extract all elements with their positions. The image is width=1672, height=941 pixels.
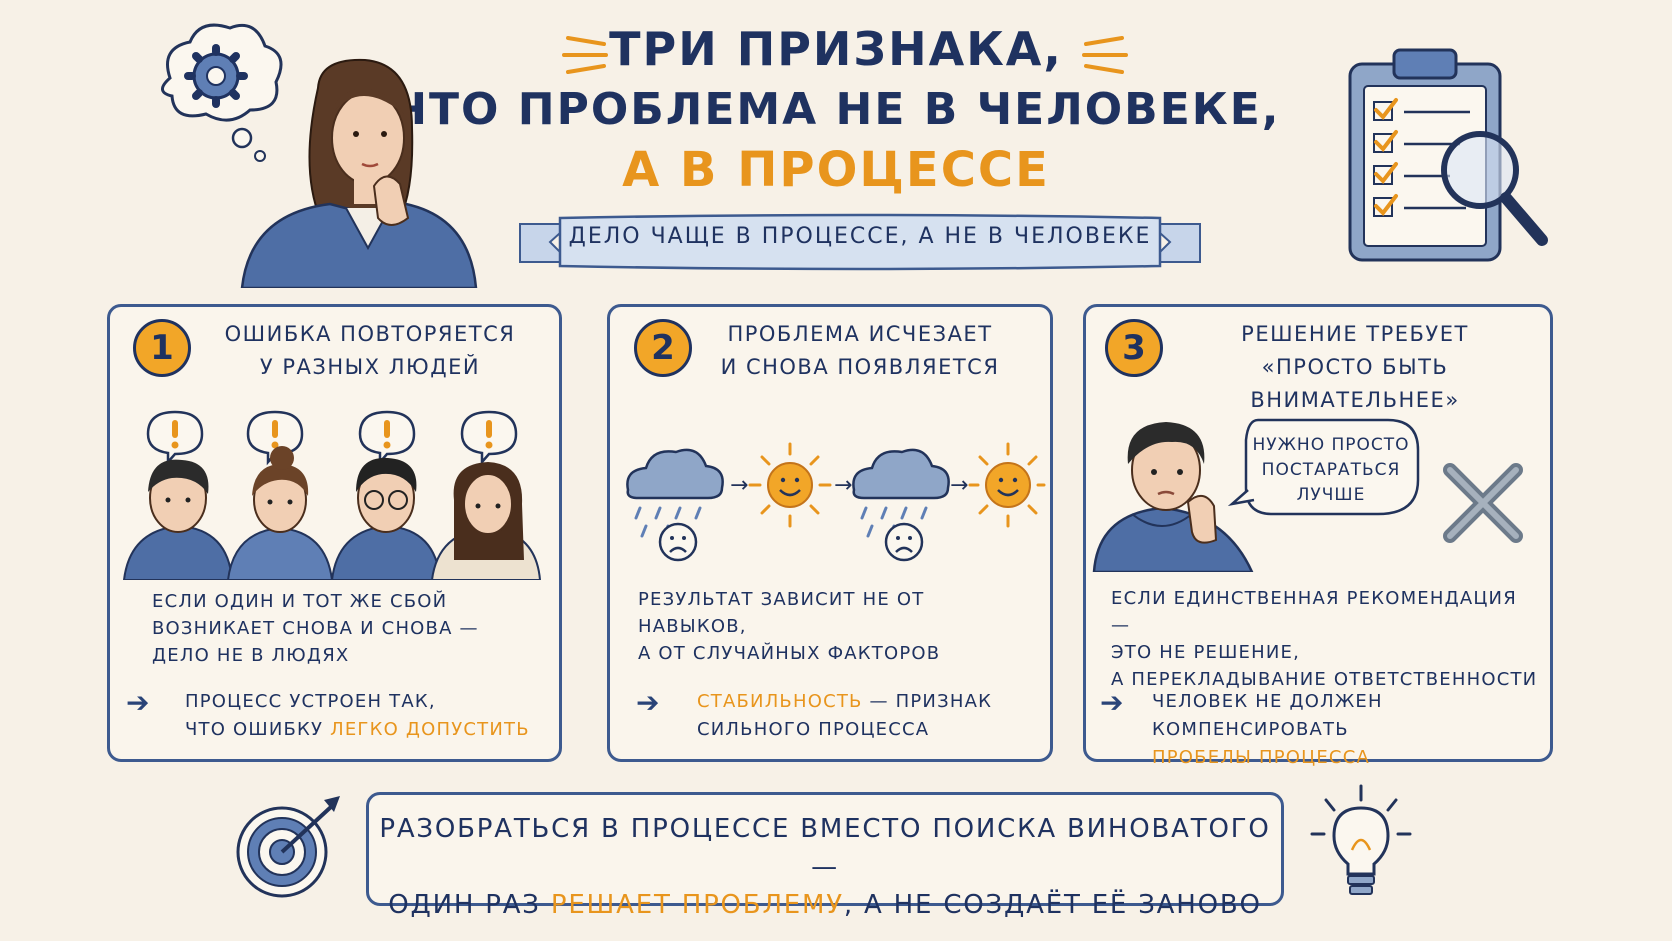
subtitle-ribbon bbox=[519, 213, 1201, 271]
clipboard-checklist-icon bbox=[1348, 48, 1548, 262]
card-1-note-highlight: легко допустить bbox=[330, 719, 530, 740]
weather-cycle-illustration: → → → bbox=[626, 442, 1046, 562]
thinking-man-illustration bbox=[1092, 422, 1254, 572]
gear-thought-icon bbox=[161, 23, 283, 162]
card-2-number: 2 bbox=[634, 319, 692, 377]
card-2-heading: Проблема исчезает и снова появляется bbox=[720, 322, 1000, 379]
card-2-body: Результат зависит не от навыков, а от сл… bbox=[638, 589, 941, 664]
cloud-rain-icon bbox=[626, 448, 724, 538]
target-icon bbox=[236, 796, 340, 898]
exclamation-icon bbox=[146, 410, 518, 466]
card-1-number: 1 bbox=[133, 319, 191, 377]
svg-text:→: → bbox=[730, 473, 748, 498]
card-1-note: Процесс устроен так, что ошибку легко до… bbox=[185, 691, 530, 740]
title-line-3: а в процессе bbox=[622, 142, 1050, 198]
card-2-note-highlight: Стабильность bbox=[697, 691, 863, 712]
card-1-heading: Ошибка повторяется у разных людей bbox=[224, 322, 516, 379]
svg-text:→: → bbox=[834, 473, 852, 498]
magnifier-icon bbox=[1441, 131, 1548, 246]
arrow-right-icon: ➔ bbox=[126, 686, 150, 719]
sun-smile-icon bbox=[748, 442, 832, 528]
bottom-conclusion-box bbox=[366, 792, 1284, 906]
svg-text:→: → bbox=[950, 473, 968, 498]
arrow-right-icon: ➔ bbox=[1100, 686, 1124, 719]
four-people-illustration bbox=[122, 410, 542, 580]
card-1-body: Если один и тот же сбой возникает снова … bbox=[152, 591, 479, 666]
sad-face-icon bbox=[658, 522, 698, 562]
bottom-conclusion-text: Разобраться в процессе вместо поиска вин… bbox=[379, 814, 1271, 920]
cross-icon bbox=[1443, 463, 1523, 543]
card-3-number: 3 bbox=[1105, 319, 1163, 377]
card-3-heading: Решение требует «просто быть внимательне… bbox=[1241, 322, 1469, 412]
card-2-note: Стабильность — признак сильного процесса bbox=[697, 691, 993, 740]
lightbulb-icon bbox=[1310, 784, 1412, 895]
title-accent-left-icon bbox=[562, 36, 608, 74]
title-accent-right-icon bbox=[1082, 36, 1128, 74]
arrow-right-icon: ➔ bbox=[636, 686, 660, 719]
title-line-1: Три признака, bbox=[609, 22, 1063, 76]
card-3-note: Человек не должен компенсировать пробелы… bbox=[1152, 688, 1542, 772]
card-3-body: Если единственная рекомендация — это не … bbox=[1111, 588, 1538, 690]
speech-bubble-text: Нужно просто постараться лучше bbox=[1252, 434, 1410, 505]
bottom-highlight: решает проблему bbox=[550, 890, 844, 920]
thinking-woman-illustration bbox=[161, 23, 478, 288]
card-3-note-highlight: пробелы процесса bbox=[1152, 747, 1370, 768]
speech-bubble bbox=[1228, 418, 1420, 516]
subtitle-ribbon-text: Дело чаще в процессе, а не в человеке bbox=[568, 224, 1152, 249]
title-line-2: что проблема не в человеке, bbox=[391, 84, 1281, 135]
